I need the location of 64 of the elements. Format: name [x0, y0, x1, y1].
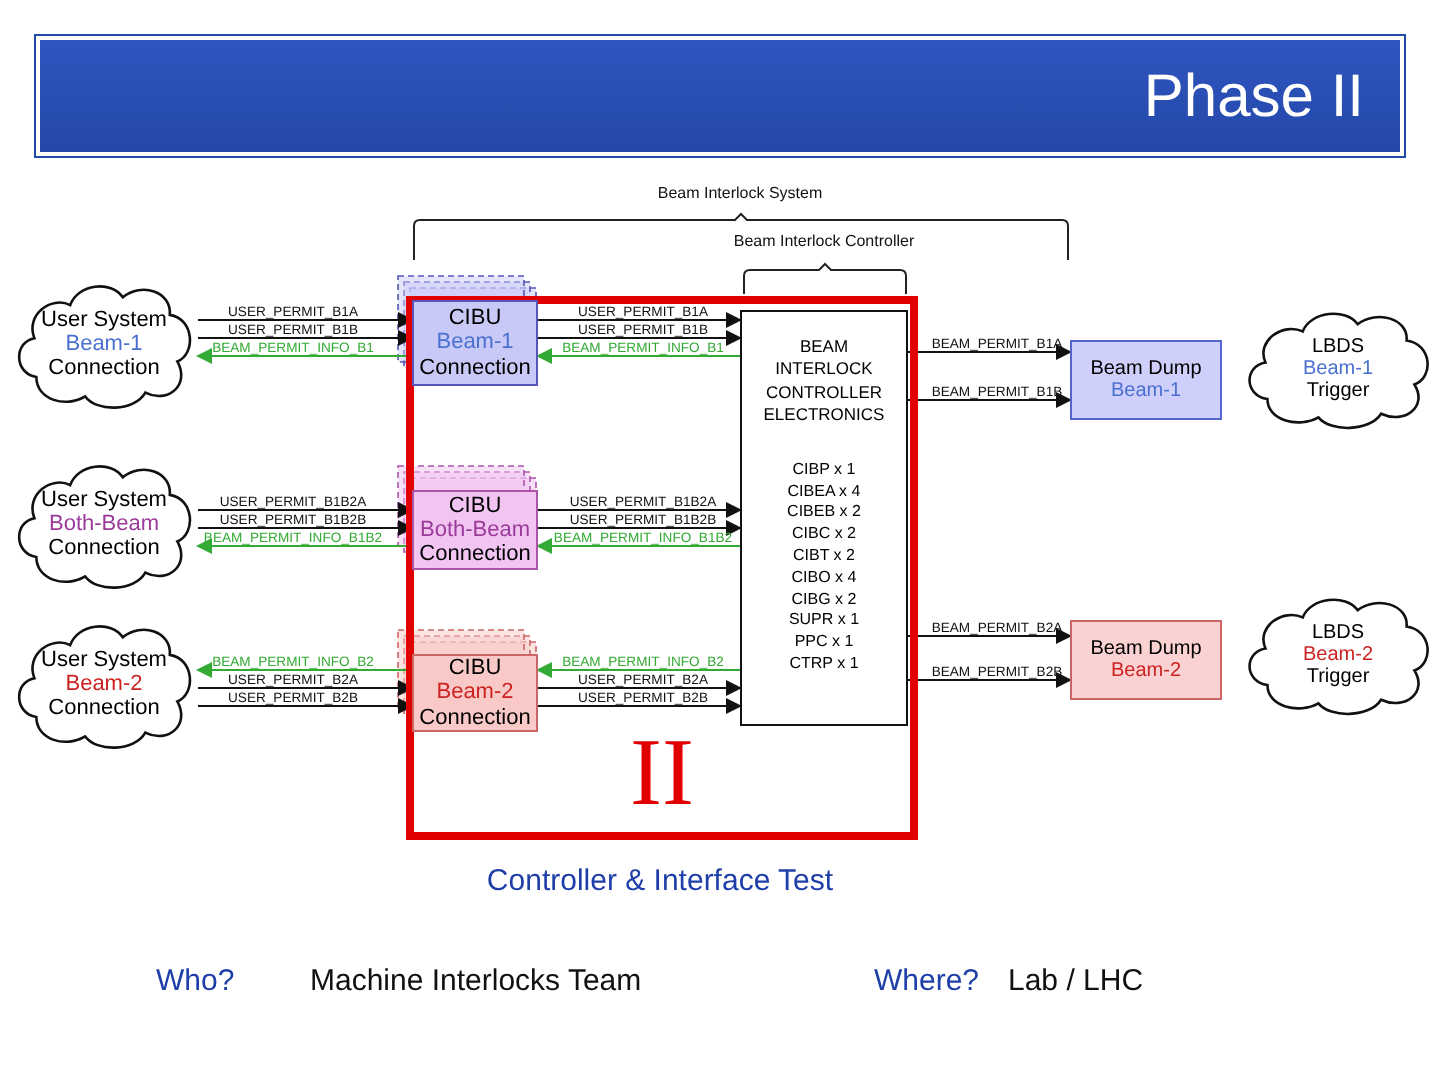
- node-text: Beam-2: [436, 680, 514, 706]
- node-text: LBDS: [1311, 335, 1365, 357]
- node-text: Connection: [48, 536, 160, 561]
- arrow: [537, 680, 742, 696]
- process-box: [1070, 620, 1222, 700]
- node-text: CIBT x 2: [791, 546, 857, 568]
- node-text: Beam-2: [1110, 660, 1181, 682]
- node-text: PPC x 1: [792, 632, 856, 655]
- node-text: Both-Beam: [419, 517, 531, 543]
- node-text: Beam-1: [436, 330, 514, 356]
- arrow: [536, 662, 741, 678]
- answer-text: Lab / LHC: [1008, 964, 1144, 998]
- bracket-label: Beam Interlock System: [657, 184, 823, 202]
- node-text: Beam Dump: [1090, 358, 1202, 380]
- node-text: CTRP x 1: [787, 654, 861, 676]
- node-text: CIBU: [448, 656, 502, 681]
- node-text: CIBU: [448, 493, 502, 518]
- node-text: Beam-1: [1110, 380, 1181, 402]
- process-box: [412, 300, 538, 386]
- node-text: LBDS: [1311, 621, 1365, 643]
- arrow: [536, 348, 741, 364]
- arrow: [537, 520, 742, 536]
- node-text: Beam Dump: [1090, 638, 1202, 660]
- node-text: Beam-1: [65, 331, 143, 357]
- caption-text: Controller & Interface Test: [486, 864, 834, 898]
- question-label: Who?: [156, 964, 235, 998]
- node-text: User System: [41, 487, 167, 512]
- node-text: Both-Beam: [48, 511, 160, 537]
- process-box: [1070, 340, 1222, 420]
- node-text: Beam-1: [1302, 357, 1373, 379]
- node-text: BEAM INTERLOCK CONTROLLER ELECTRONICS: [761, 336, 887, 428]
- arrow: [537, 312, 742, 328]
- process-box: [740, 310, 908, 726]
- node-text: Trigger: [1306, 665, 1370, 687]
- node-text: Connection: [419, 705, 531, 730]
- node-text: Beam-2: [65, 671, 143, 697]
- node-text: CIBEB x 2: [785, 502, 863, 525]
- arrow: [537, 330, 742, 346]
- question-label: Where?: [874, 964, 980, 998]
- node-text: Connection: [419, 355, 531, 380]
- bracket-label: Beam Interlock Controller: [733, 232, 915, 250]
- node-text: Connection: [48, 696, 160, 721]
- node-text: CIBU: [448, 306, 502, 331]
- node-text: Connection: [48, 356, 160, 381]
- node-text: CIBP x 1: [790, 459, 858, 482]
- node-text: SUPR x 1: [786, 610, 862, 633]
- process-box: [412, 654, 538, 732]
- node-text: CIBC x 2: [789, 524, 858, 547]
- node-text: CIBEA x 4: [785, 481, 863, 503]
- node-text: Beam-2: [1302, 643, 1373, 665]
- node-text: CIBO x 4: [789, 567, 859, 590]
- arrow: [537, 698, 742, 714]
- node-text: Trigger: [1306, 379, 1370, 401]
- highlight-frame: [406, 296, 918, 840]
- node-text: User System: [41, 647, 167, 672]
- slide-title: Phase II: [1143, 64, 1364, 132]
- node-text: CIBG x 2: [789, 589, 859, 611]
- node-text: User System: [41, 307, 167, 332]
- roman-numeral: II: [630, 722, 694, 828]
- process-box: [412, 490, 538, 570]
- answer-text: Machine Interlocks Team: [310, 964, 642, 998]
- arrow: [537, 502, 742, 518]
- node-text: Connection: [419, 542, 531, 567]
- arrow: [536, 538, 741, 554]
